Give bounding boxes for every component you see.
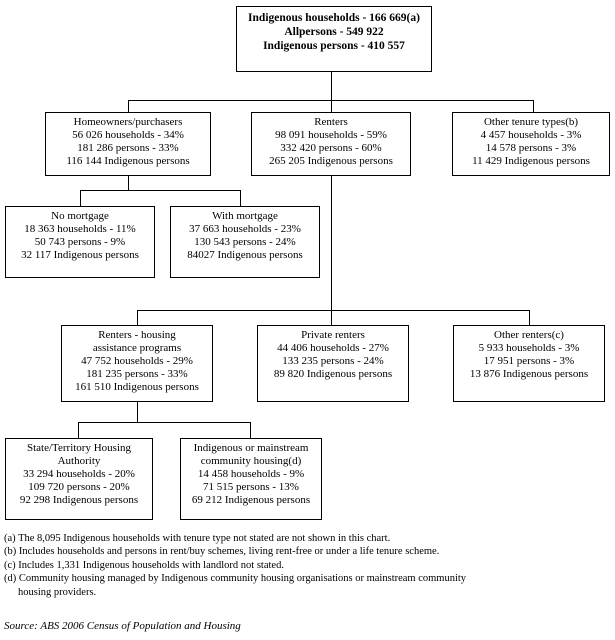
homeowners-indigenous: 116 144 Indigenous persons bbox=[66, 155, 190, 167]
housing-assistance-households: 47 752 households - 29% bbox=[81, 355, 193, 367]
state-housing-households: 33 294 households - 20% bbox=[23, 468, 135, 480]
footnotes: (a) The 8,095 Indigenous households with… bbox=[4, 532, 466, 599]
connector-assistance-bar bbox=[78, 422, 250, 423]
private-renters-households: 44 406 households - 27% bbox=[277, 342, 389, 354]
other-tenure-households: 4 457 households - 3% bbox=[480, 129, 582, 141]
renters-indigenous: 265 205 Indigenous persons bbox=[269, 155, 393, 167]
connector-to-with-mortgage bbox=[240, 190, 241, 206]
with-mortgage-node-box: With mortgage 37 663 households - 23% 13… bbox=[170, 206, 320, 278]
root-indigenous-persons-text: Indigenous persons - 410 557 bbox=[263, 40, 405, 52]
with-mortgage-persons: 130 543 persons - 24% bbox=[194, 236, 296, 248]
community-housing-node-box: Indigenous or mainstream community housi… bbox=[180, 438, 322, 520]
renters-title: Renters bbox=[314, 116, 348, 128]
other-tenure-persons: 14 578 persons - 3% bbox=[485, 142, 577, 154]
community-housing-households: 14 458 households - 9% bbox=[197, 468, 305, 480]
no-mortgage-title: No mortgage bbox=[51, 210, 109, 222]
other-tenure-indigenous: 11 429 Indigenous persons bbox=[472, 155, 590, 167]
connector-to-renters bbox=[331, 100, 332, 112]
housing-assistance-title-2: assistance programs bbox=[92, 342, 182, 354]
state-housing-indigenous: 92 298 Indigenous persons bbox=[19, 494, 139, 506]
connector-root-down bbox=[331, 72, 332, 100]
no-mortgage-households: 18 363 households - 11% bbox=[24, 223, 136, 235]
state-housing-node-box: State/Territory Housing Authority 33 294… bbox=[5, 438, 153, 520]
private-renters-node-box: Private renters 44 406 households - 27% … bbox=[257, 325, 409, 402]
renters-node-box: Renters 98 091 households - 59% 332 420 … bbox=[251, 112, 411, 176]
connector-level1-bar bbox=[128, 100, 533, 101]
renters-persons: 332 420 persons - 60% bbox=[280, 142, 382, 154]
state-housing-title-2: Authority bbox=[57, 455, 101, 467]
housing-assistance-indigenous: 161 510 Indigenous persons bbox=[75, 381, 199, 393]
private-renters-persons: 133 235 persons - 24% bbox=[282, 355, 384, 367]
root-all-persons-text: Allpersons - 549 922 bbox=[284, 26, 384, 38]
with-mortgage-indigenous: 84027 Indigenous persons bbox=[187, 249, 303, 261]
connector-to-no-mortgage bbox=[80, 190, 81, 206]
homeowners-persons: 181 286 persons - 33% bbox=[77, 142, 179, 154]
connector-to-state-housing bbox=[78, 422, 79, 438]
community-housing-indigenous: 69 212 Indigenous persons bbox=[191, 494, 311, 506]
connector-renter-types-bar bbox=[137, 310, 529, 311]
with-mortgage-households: 37 663 households - 23% bbox=[189, 223, 301, 235]
root-households-text: Indigenous households - 166 669(a) bbox=[248, 12, 420, 24]
connector-to-other-tenure bbox=[533, 100, 534, 112]
connector-to-other-renters bbox=[529, 310, 530, 325]
no-mortgage-persons: 50 743 persons - 9% bbox=[34, 236, 126, 248]
connector-housing-assistance-down bbox=[137, 402, 138, 422]
community-housing-persons: 71 515 persons - 13% bbox=[203, 481, 299, 493]
other-renters-node-box: Other renters(c) 5 933 households - 3% 1… bbox=[453, 325, 605, 402]
no-mortgage-indigenous: 32 117 Indigenous persons bbox=[21, 249, 139, 261]
community-housing-title-2: community housing(d) bbox=[200, 455, 302, 467]
state-housing-title-1: State/Territory Housing bbox=[26, 442, 132, 454]
housing-assistance-node-box: Renters - housing assistance programs 47… bbox=[61, 325, 213, 402]
homeowners-title: Homeowners/purchasers bbox=[73, 116, 183, 128]
footnote-b: (b) Includes households and persons in r… bbox=[4, 546, 440, 558]
no-mortgage-node-box: No mortgage 18 363 households - 11% 50 7… bbox=[5, 206, 155, 278]
connector-to-housing-assistance bbox=[137, 310, 138, 325]
footnote-d-continued: housing providers. bbox=[18, 586, 97, 598]
private-renters-title: Private renters bbox=[301, 329, 365, 341]
other-tenure-node-box: Other tenure types(b) 4 457 households -… bbox=[452, 112, 610, 176]
footnote-a: (a) The 8,095 Indigenous households with… bbox=[4, 533, 391, 544]
connector-to-community-housing bbox=[250, 422, 251, 438]
homeowners-households: 56 026 households - 34% bbox=[72, 129, 184, 141]
renters-households: 98 091 households - 59% bbox=[275, 129, 387, 141]
housing-assistance-title-1: Renters - housing bbox=[98, 329, 176, 341]
homeowners-node-box: Homeowners/purchasers 56 026 households … bbox=[45, 112, 211, 176]
other-renters-indigenous: 13 876 Indigenous persons bbox=[469, 368, 589, 380]
other-renters-title: Other renters(c) bbox=[494, 329, 564, 341]
other-renters-households: 5 933 households - 3% bbox=[478, 342, 580, 354]
root-node-box: Indigenous households - 166 669(a) Allpe… bbox=[236, 6, 432, 72]
community-housing-title-1: Indigenous or mainstream bbox=[193, 442, 309, 454]
connector-mortgage-bar bbox=[80, 190, 240, 191]
private-renters-indigenous: 89 820 Indigenous persons bbox=[273, 368, 393, 380]
connector-homeowners-down bbox=[128, 176, 129, 190]
source-citation: Source: ABS 2006 Census of Population an… bbox=[4, 620, 241, 632]
footnote-d: (d) Community housing managed by Indigen… bbox=[4, 573, 467, 585]
footnote-c: (c) Includes 1,331 Indigenous households… bbox=[4, 559, 284, 571]
with-mortgage-title: With mortgage bbox=[212, 210, 278, 222]
connector-to-private-renters bbox=[331, 310, 332, 325]
state-housing-persons: 109 720 persons - 20% bbox=[28, 481, 130, 493]
housing-assistance-persons: 181 235 persons - 33% bbox=[86, 368, 188, 380]
connector-to-homeowners bbox=[128, 100, 129, 112]
other-tenure-title: Other tenure types(b) bbox=[483, 116, 579, 128]
other-renters-persons: 17 951 persons - 3% bbox=[483, 355, 575, 367]
connector-renters-down bbox=[331, 176, 332, 310]
